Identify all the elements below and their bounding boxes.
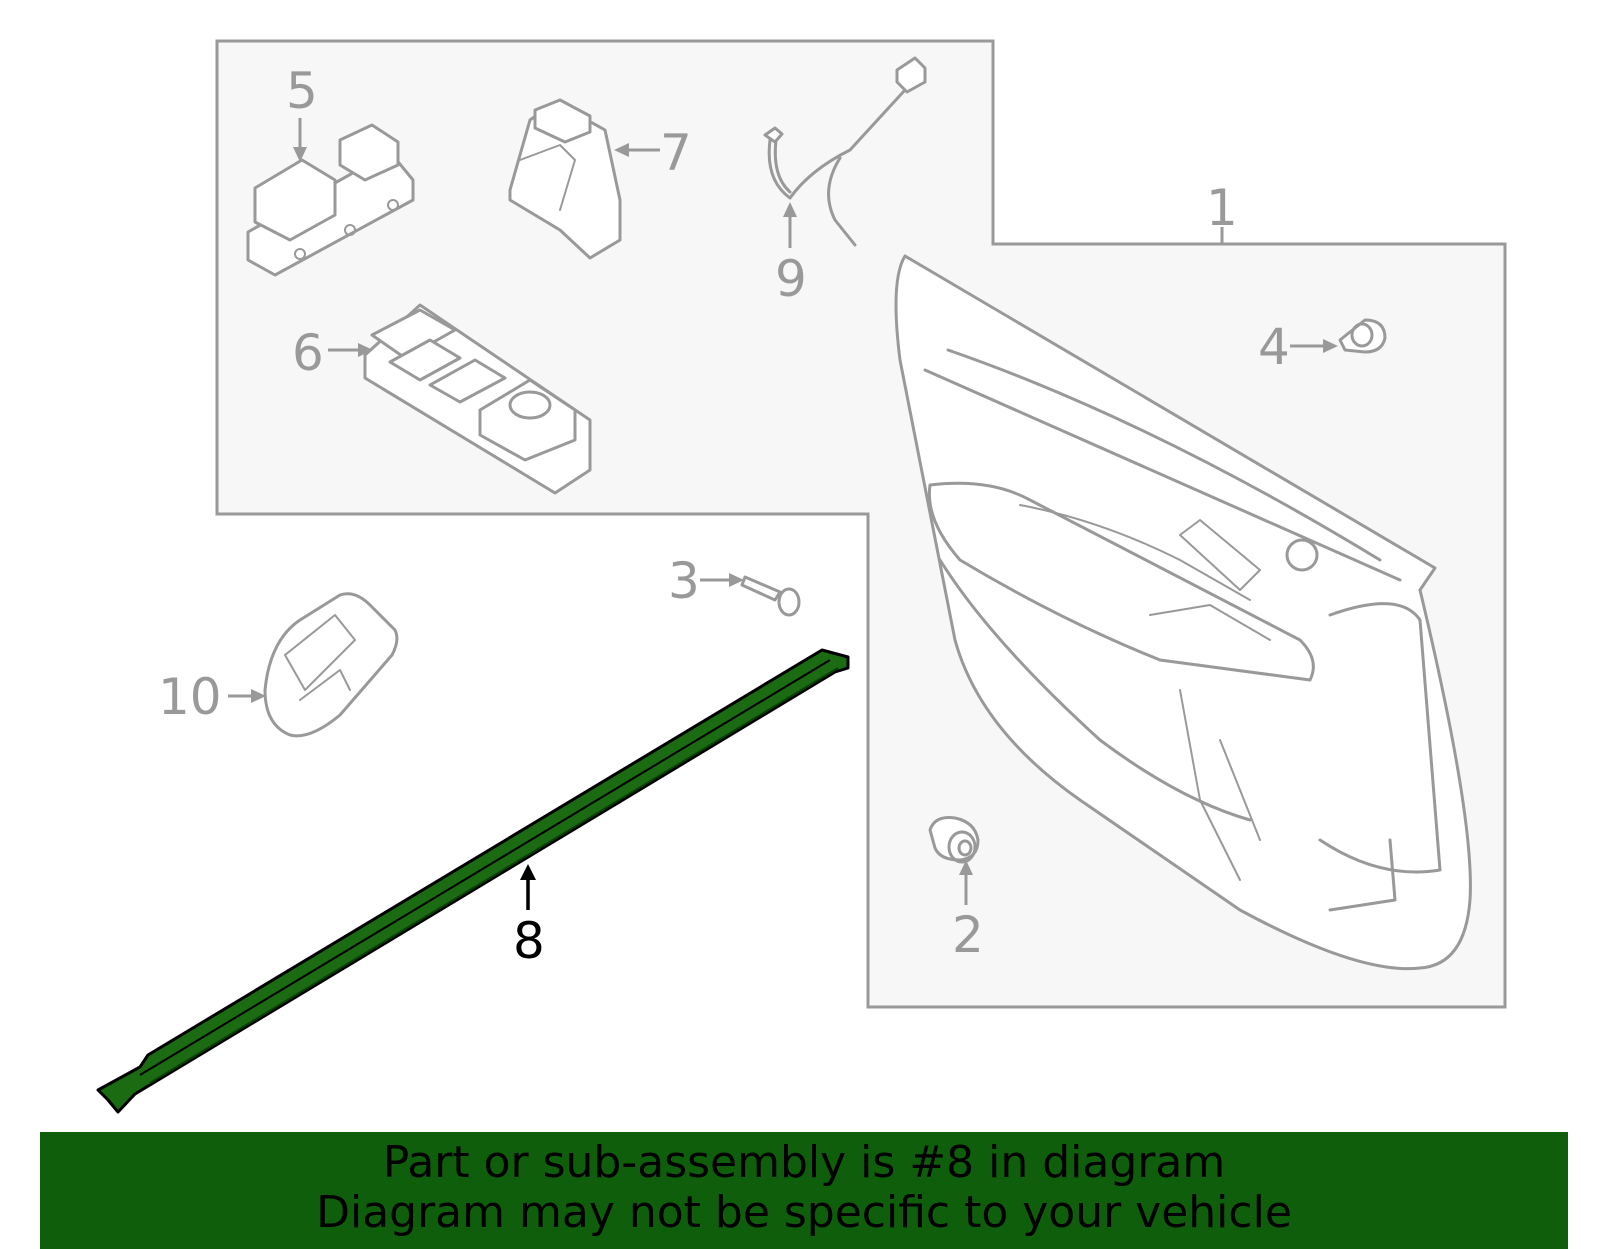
callout-6: 6: [292, 324, 324, 382]
master-switch-part-6[interactable]: [363, 303, 592, 495]
clip-part-4[interactable]: [1338, 318, 1387, 354]
window-switch-part-5[interactable]: [246, 123, 415, 277]
leader-9: [783, 202, 797, 248]
leader-4: [1290, 339, 1338, 353]
callout-1: 1: [1206, 179, 1238, 237]
clip-part-2[interactable]: [928, 816, 980, 864]
callout-7: 7: [660, 124, 692, 182]
leader-6: [328, 343, 373, 357]
callout-2: 2: [952, 906, 984, 964]
callout-5: 5: [286, 62, 318, 120]
callout-9: 9: [775, 250, 807, 308]
bracket-part-10[interactable]: [263, 592, 399, 738]
switch-part-7[interactable]: [508, 98, 622, 260]
weatherstrip-part-8[interactable]: [96, 648, 850, 1114]
leader-3: [700, 573, 744, 587]
door-trim-panel[interactable]: [894, 254, 1472, 971]
leader-7: [614, 143, 660, 157]
leader-10: [228, 689, 266, 703]
callout-10: 10: [158, 668, 222, 726]
leader-5: [293, 118, 307, 162]
leader-8: [520, 864, 536, 910]
info-banner: Part or sub-assembly is #8 in diagram Di…: [40, 1132, 1568, 1249]
leader-2: [959, 860, 973, 905]
callout-3: 3: [668, 552, 700, 610]
banner-line-disclaimer: Diagram may not be specific to your vehi…: [316, 1187, 1292, 1238]
screw-part-3[interactable]: [740, 575, 801, 617]
callout-8: 8: [513, 912, 545, 970]
wiring-harness-part-9[interactable]: [763, 56, 927, 247]
callout-4: 4: [1258, 318, 1290, 376]
banner-line-part: Part or sub-assembly is #8 in diagram: [382, 1137, 1226, 1188]
